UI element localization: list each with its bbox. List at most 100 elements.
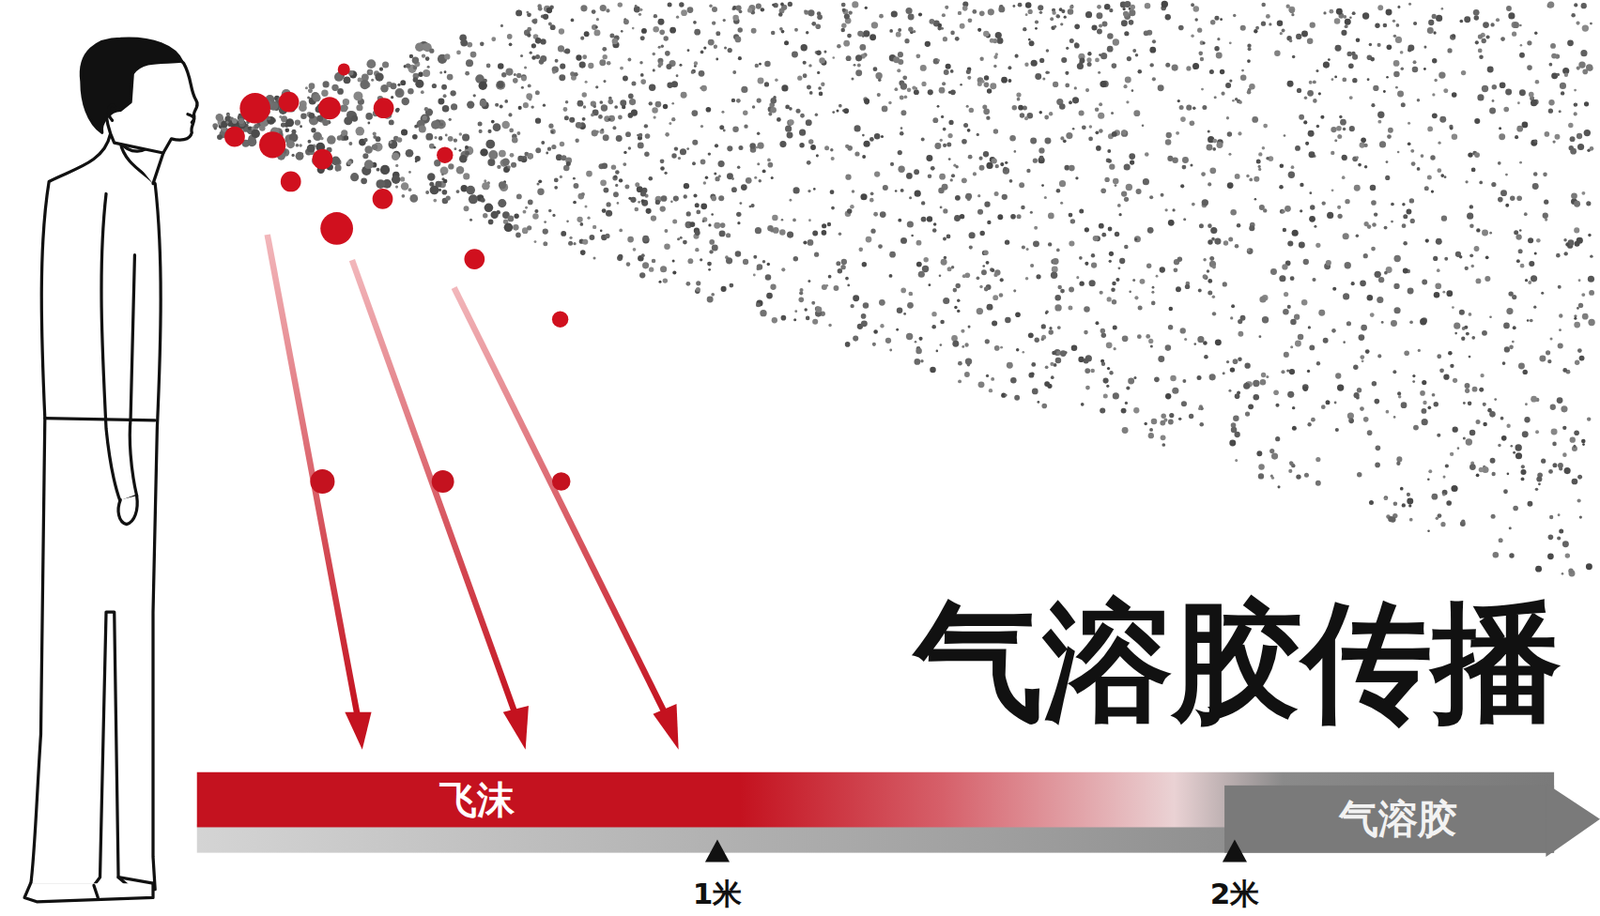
aerosol-dot — [1036, 400, 1040, 404]
aerosol-dot — [660, 166, 665, 171]
aerosol-dot — [1316, 124, 1320, 128]
aerosol-dot — [1161, 443, 1166, 447]
aerosol-dot — [1169, 413, 1174, 418]
aerosol-dot — [955, 283, 961, 289]
aerosol-dot — [481, 182, 490, 190]
aerosol-dot — [1177, 99, 1181, 103]
aerosol-dot — [1585, 563, 1593, 570]
aerosol-dot — [542, 241, 548, 247]
aerosol-dot — [530, 105, 534, 108]
aerosol-dot — [439, 123, 444, 127]
aerosol-dot — [1392, 369, 1397, 374]
aerosol-dot — [940, 115, 944, 119]
aerosol-dot — [1550, 404, 1556, 411]
aerosol-dot — [1232, 358, 1239, 365]
aerosol-dot — [707, 223, 711, 227]
aerosol-dot — [525, 11, 529, 15]
aerosol-dot — [904, 38, 909, 44]
aerosol-dot — [648, 176, 654, 182]
aerosol-dot — [1524, 402, 1528, 406]
aerosol-dot — [580, 36, 585, 41]
aerosol-dot — [1305, 141, 1309, 146]
aerosol-dot — [1325, 260, 1332, 266]
aerosol-dot — [343, 116, 353, 125]
aerosol-dot — [1452, 427, 1459, 433]
aerosol-dot — [1328, 9, 1334, 15]
aerosol-dot — [788, 199, 792, 202]
aerosol-dot — [784, 40, 789, 46]
aerosol-dot — [1506, 307, 1513, 315]
aerosol-dot — [786, 230, 794, 238]
aerosol-dot — [584, 30, 590, 37]
aerosol-dot — [803, 307, 807, 311]
aerosol-dot — [1502, 361, 1507, 366]
aerosol-dot — [485, 139, 495, 150]
aerosol-dot — [469, 218, 473, 222]
aerosol-dot — [379, 67, 384, 72]
aerosol-dot — [767, 262, 770, 266]
aerosol-dot — [1240, 315, 1247, 322]
aerosol-dot — [1437, 141, 1441, 145]
aerosol-dot — [606, 201, 612, 207]
aerosol-dot — [1548, 535, 1554, 541]
aerosol-dot — [713, 172, 717, 176]
aerosol-dot — [365, 112, 373, 121]
aerosol-dot — [713, 222, 721, 230]
aerosol-dot — [1168, 324, 1173, 330]
aerosol-dot — [1370, 200, 1377, 206]
aerosol-dot — [618, 178, 623, 183]
aerosol-dot — [939, 206, 943, 210]
aerosol-dot — [1099, 291, 1104, 295]
aerosol-dot — [755, 300, 763, 308]
aerosol-dot — [1215, 52, 1223, 60]
aerosol-dot — [1346, 51, 1352, 57]
aerosol-dot — [1052, 81, 1059, 88]
aerosol-dot — [1309, 21, 1316, 28]
aerosol-dot — [1407, 47, 1412, 52]
aerosol-dot — [735, 250, 742, 258]
aerosol-dot — [1493, 398, 1497, 401]
aerosol-dot — [818, 92, 824, 97]
aerosol-dot — [1308, 151, 1316, 158]
aerosol-dot — [560, 230, 567, 237]
aerosol-dot — [538, 179, 542, 184]
aerosol-dot — [465, 59, 474, 67]
aerosol-dot — [582, 54, 587, 60]
aerosol-dot — [1530, 99, 1538, 107]
aerosol-dot — [473, 93, 477, 97]
aerosol-dot — [1246, 44, 1251, 48]
aerosol-dot — [1076, 276, 1079, 279]
aerosol-dot — [932, 117, 939, 124]
aerosol-dot — [939, 320, 945, 325]
aerosol-dot — [869, 33, 877, 41]
aerosol-dot — [1471, 264, 1475, 268]
aerosol-dot — [950, 69, 954, 74]
aerosol-dot — [1445, 463, 1449, 468]
aerosol-dot — [424, 107, 429, 111]
aerosol-dot — [1549, 515, 1554, 520]
aerosol-dot — [1025, 1, 1032, 9]
aerosol-dot — [1336, 8, 1343, 16]
aerosol-dot — [721, 286, 727, 293]
aerosol-dot — [1004, 394, 1008, 398]
aerosol-dot — [794, 28, 799, 32]
aerosol-dot — [874, 133, 881, 140]
aerosol-dot — [694, 202, 700, 208]
aerosol-dot — [1222, 371, 1226, 375]
aerosol-dot — [1549, 62, 1554, 67]
aerosol-dot — [1026, 247, 1030, 251]
aerosol-dot — [464, 146, 475, 156]
aerosol-dot — [678, 63, 682, 67]
aerosol-dot — [1004, 317, 1012, 324]
aerosol-dot — [707, 268, 711, 272]
aerosol-dot — [927, 89, 934, 95]
aerosol-dot — [1123, 245, 1129, 250]
aerosol-dot — [285, 118, 294, 127]
aerosol-dot — [1287, 305, 1292, 309]
aerosol-dot — [1107, 367, 1110, 370]
aerosol-dot — [1119, 258, 1125, 264]
aerosol-dot — [1198, 288, 1202, 293]
aerosol-dot — [897, 166, 905, 173]
aerosol-dot — [933, 58, 940, 65]
aerosol-dot — [862, 140, 870, 148]
